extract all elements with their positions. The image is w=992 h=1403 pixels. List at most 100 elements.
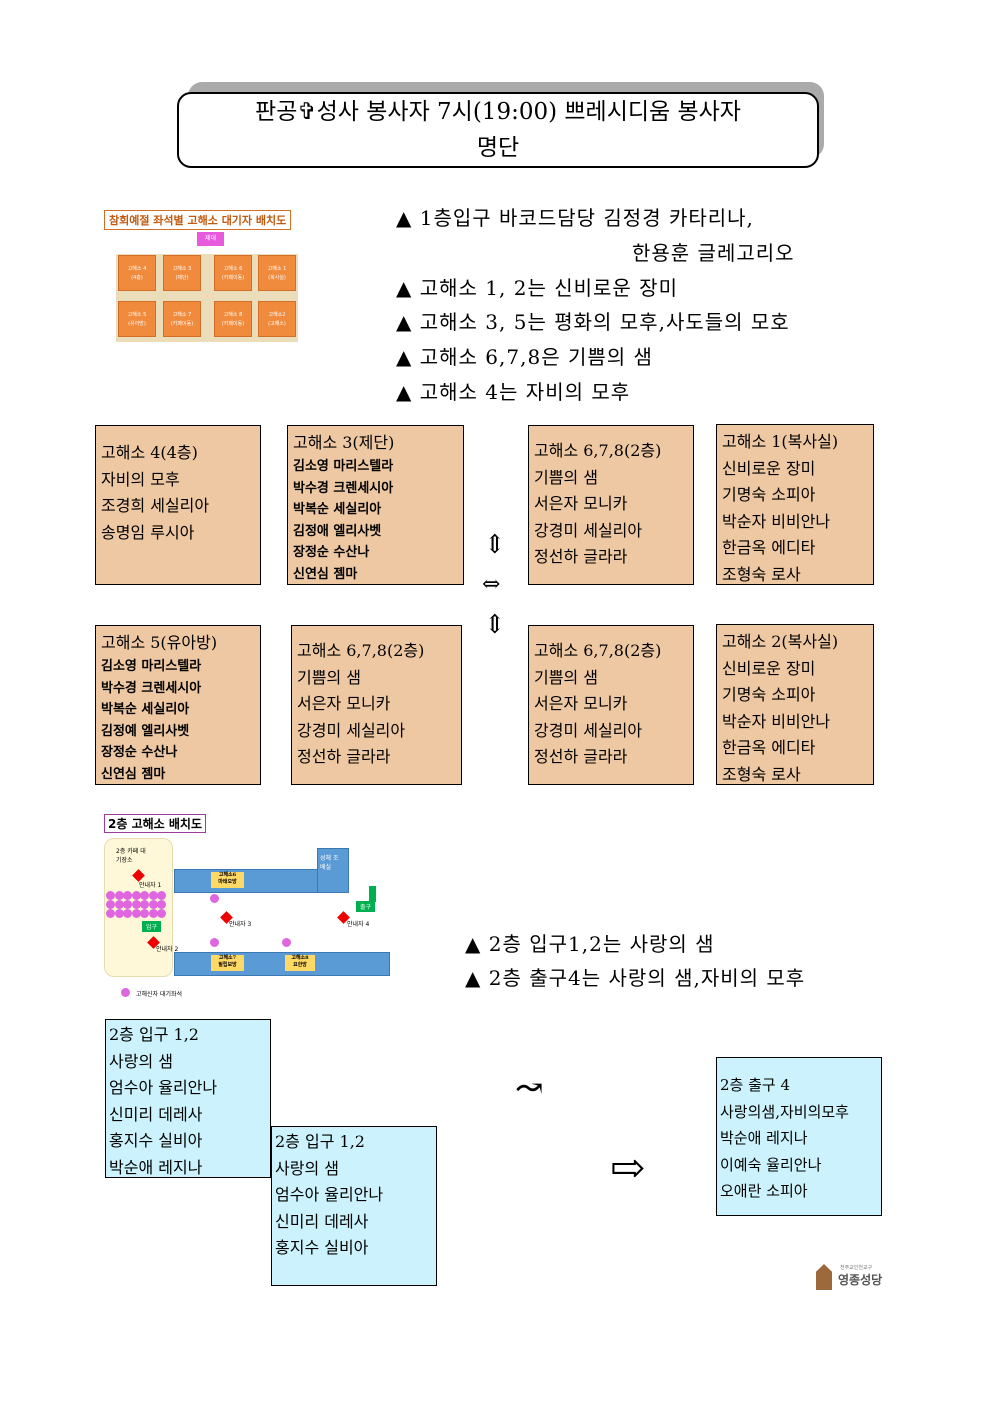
waiting-seat <box>131 891 141 900</box>
box-heading: 고해소 6,7,8(2층) <box>534 441 662 460</box>
volunteer-name: 박순자 비비안나 <box>722 511 831 531</box>
waiting-seat <box>106 900 115 909</box>
waiting-seat <box>210 938 219 947</box>
volunteer-name: 강경미 세실리아 <box>534 720 643 740</box>
waiting-seat <box>114 900 124 909</box>
waiting-seat <box>148 891 158 900</box>
volunteer-name: 신비로운 장미 <box>722 458 816 478</box>
bullet-1: ▲ 1층입구 바코드담당 김정경 카타리나, <box>396 206 754 230</box>
confessional-seat: 고해소 3(제단) <box>163 255 201 291</box>
volunteer-name: 오애란 소피아 <box>720 1182 808 1200</box>
volunteer-name: 조형숙 로사 <box>722 564 801 584</box>
volunteer-name: 기명숙 소피아 <box>722 485 816 504</box>
confessional-seat: 고해소 4(4층) <box>118 255 156 291</box>
volunteer-name: 엄수아 율리안나 <box>275 1185 384 1204</box>
volunteer-name: 홍지수 실비아 <box>109 1131 203 1150</box>
bullet-4: ▲ 고해소 6,7,8은 기쁨의 샘 <box>396 345 653 369</box>
volunteer-name: 박순애 레지나 <box>720 1129 808 1147</box>
bullet-2: ▲ 고해소 1, 2는 신비로운 장미 <box>396 276 678 300</box>
right-arrow-icon: ⇨ <box>610 1143 646 1192</box>
waiting-seat <box>210 894 219 903</box>
volunteer-name: 정선하 글라라 <box>534 747 628 766</box>
volunteer-name: 정선하 글라라 <box>297 747 391 766</box>
box-heading: 2층 출구 4 <box>720 1076 791 1094</box>
guide-3-label: 안내자 3 <box>229 921 252 928</box>
corridor-bottom <box>174 952 390 976</box>
volunteer-name: 박순애 레지나 <box>109 1157 203 1177</box>
volunteer-name: 한금옥 에디타 <box>722 738 816 757</box>
confessional-seat: 고해소2(고해소) <box>258 301 296 337</box>
waiting-seat <box>106 891 115 900</box>
page-title: 판공✞성사 봉사자 7시(19:00) 쁘레시디움 봉사자 명단 <box>177 92 819 168</box>
volunteer-name: 자비의 모후 <box>101 469 180 489</box>
volunteer-name: 김소영 마리스텔라 <box>101 659 202 674</box>
entrance-arrow: 입구 <box>142 921 162 932</box>
box-heading: 2층 입구 1,2 <box>109 1025 199 1044</box>
waiting-seat <box>131 900 141 909</box>
volunteer-name: 장정순 수산나 <box>293 545 370 560</box>
floor2-bullet-1: ▲ 2층 입구1,2는 사랑의 샘 <box>465 932 715 956</box>
volunteer-name: 조경희 세실리아 <box>101 496 210 515</box>
floor2-map-title: 2층 고해소 배치도 <box>104 814 206 833</box>
volunteer-name: 사랑의 샘 <box>275 1158 339 1178</box>
waiting-seat <box>106 909 115 918</box>
volunteer-name: 장정순 수산나 <box>101 745 178 760</box>
volunteer-name: 신비로운 장미 <box>722 658 816 678</box>
box-heading: 고해소 2(복사실) <box>722 632 839 651</box>
confessional-seat: 고해소 6(카페이동) <box>214 255 252 291</box>
volunteer-name: 신연심 젬마 <box>293 566 358 582</box>
box-heading: 고해소 6,7,8(2층) <box>297 641 425 660</box>
volunteer-name: 박순자 비비안나 <box>722 711 831 731</box>
bullet-1-cont: 한용훈 글레고리오 <box>632 241 795 265</box>
logo-subtitle: 천주교인천교구 <box>840 1265 873 1271</box>
title-line-1: 판공✞성사 봉사자 7시(19:00) 쁘레시디움 봉사자 <box>255 99 741 125</box>
box-heading: 고해소 5(유아방) <box>101 633 218 652</box>
box-heading: 2층 입구 1,2 <box>275 1132 365 1151</box>
confessional-seat: 고해소 1(복사실) <box>258 255 296 291</box>
waiting-seat <box>157 891 166 900</box>
volunteer-name: 이예숙 율리안나 <box>720 1155 822 1174</box>
legend-marker <box>121 988 130 997</box>
box-heading: 고해소 1(복사실) <box>722 432 839 451</box>
floor2-bullet-2: ▲ 2층 출구4는 사랑의 샘,자비의 모후 <box>465 966 806 990</box>
waiting-seat <box>114 909 124 918</box>
volunteer-name: 엄수아 율리안나 <box>109 1078 218 1097</box>
volunteer-name: 박수경 크렌세시아 <box>293 480 394 496</box>
volunteer-name: 서은자 모니카 <box>534 494 628 513</box>
box-heading: 고해소 6,7,8(2층) <box>534 641 662 660</box>
waiting-seat <box>123 909 132 918</box>
logo-mark-icon <box>816 1264 832 1290</box>
volunteer-name: 박수경 크렌세시아 <box>101 680 202 696</box>
volunteer-name: 사랑의 샘 <box>109 1051 173 1071</box>
exit-up-arrow-icon <box>369 886 376 902</box>
waiting-seat <box>140 900 149 909</box>
confessional-seat: 고해소 7(카페이동) <box>163 301 201 337</box>
volunteer-name: 김소영 마리스텔라 <box>293 459 394 474</box>
map-title: 참회예절 좌석별 고해소 대기자 배치도 <box>104 210 292 230</box>
volunteer-name: 송명임 루시아 <box>101 522 195 542</box>
waiting-area-label: 2층 카페 대기장소 <box>116 848 146 864</box>
legend-label: 고해신자 대기좌석 <box>136 991 183 998</box>
volunteer-name: 조형숙 로사 <box>722 764 801 784</box>
exit-arrow: 출구 <box>356 901 376 912</box>
volunteer-name: 강경미 세실리아 <box>534 520 643 540</box>
waiting-seat <box>140 891 149 900</box>
box-heading: 고해소 4(4층) <box>101 443 198 462</box>
volunteer-name: 홍지수 실비아 <box>275 1238 369 1257</box>
volunteer-name: 박복순 세실리아 <box>101 702 190 717</box>
guide-2-label: 안내자 2 <box>156 946 179 953</box>
volunteer-name: 박복순 세실리아 <box>293 502 382 517</box>
volunteer-name: 기쁨의 샘 <box>534 667 598 687</box>
left-right-arrow-icon: ⇔ <box>482 572 501 597</box>
